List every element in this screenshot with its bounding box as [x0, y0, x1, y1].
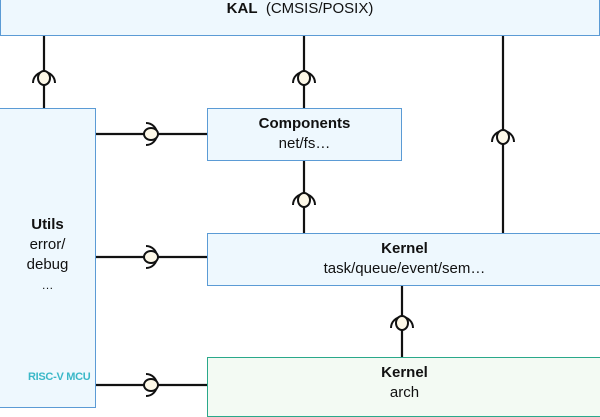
components-subtitle: net/fs… [278, 135, 331, 152]
utils-box: Utils error/ debug … [0, 108, 96, 408]
kernel-box: Kernel task/queue/event/sem… [207, 233, 600, 286]
interface-socket-icon [491, 129, 515, 145]
utils-line-3: … [41, 278, 54, 292]
components-title: Components [258, 115, 351, 132]
kernel-arch-title: Kernel [381, 364, 428, 381]
utils-line-1: error/ [29, 236, 66, 253]
interface-socket-icon [390, 315, 414, 331]
kernel-arch-subtitle: arch [389, 384, 420, 401]
kal-title: KAL [226, 0, 258, 17]
interface-socket-icon [143, 373, 159, 397]
interface-socket-icon [143, 245, 159, 269]
interface-socket-icon [292, 70, 316, 86]
watermark: RISC-V MCU [28, 371, 91, 383]
interface-socket-icon [292, 192, 316, 208]
components-box: Components net/fs… [207, 108, 402, 161]
kal-box: KAL (CMSIS/POSIX) [0, 0, 600, 36]
connectors [32, 36, 515, 397]
interface-socket-icon [32, 70, 56, 86]
kernel-subtitle: task/queue/event/sem… [323, 260, 486, 277]
kernel-arch-box: Kernel arch [207, 357, 600, 417]
kernel-title: Kernel [381, 240, 428, 257]
interface-socket-icon [143, 122, 159, 146]
utils-line-2: debug [26, 256, 69, 273]
kal-subtitle: (CMSIS/POSIX) [265, 0, 374, 17]
utils-title: Utils [31, 216, 64, 233]
